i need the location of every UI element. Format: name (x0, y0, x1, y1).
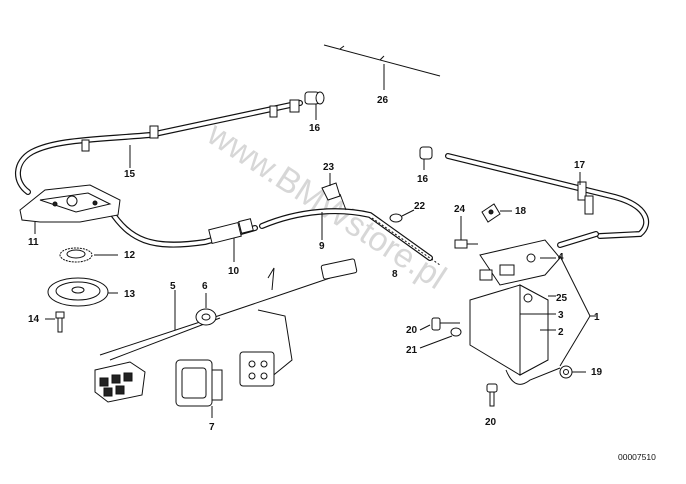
callout-3: 3 (558, 310, 564, 321)
part-16-grommet-right (419, 146, 433, 170)
part-24-switch (454, 216, 478, 249)
callout-20-upper: 20 (406, 325, 418, 336)
callout-4: 4 (558, 252, 564, 263)
callout-5: 5 (170, 281, 176, 292)
part-20-screw-upper (419, 317, 460, 331)
callout-12: 12 (124, 250, 136, 261)
callout-10: 10 (228, 266, 240, 277)
part-15-cable (15, 99, 303, 248)
callout-18: 18 (515, 206, 527, 217)
callout-20-lower: 20 (485, 417, 497, 428)
callout-13: 13 (124, 289, 136, 300)
callout-15: 15 (124, 169, 136, 180)
part-14-bolt (45, 311, 65, 333)
callout-19: 19 (591, 367, 603, 378)
callout-9: 9 (319, 241, 325, 252)
part-13-large-gear (47, 277, 118, 307)
callout-2: 2 (558, 327, 564, 338)
part-5-harness (99, 258, 358, 379)
callout-1: 1 (594, 312, 600, 323)
callout-8: 8 (392, 269, 398, 280)
callout-16-left: 16 (309, 123, 321, 134)
connector-plug-right (239, 351, 275, 387)
callout-24: 24 (454, 204, 466, 215)
part-21-washer (419, 327, 462, 349)
part-20-screw-lower (486, 383, 498, 407)
part-23-bracket (321, 173, 347, 211)
part-17-cable (445, 153, 650, 248)
callout-labels: 1 2 3 4 5 6 7 8 9 10 11 12 13 14 15 16 1… (28, 95, 603, 433)
drawing-code: 00007510 (618, 452, 656, 462)
callout-16-right: 16 (417, 174, 429, 185)
callout-26: 26 (377, 95, 389, 106)
part-26-rod (323, 44, 441, 90)
callout-25: 25 (556, 293, 568, 304)
part-2-actuator (469, 239, 561, 385)
callout-21: 21 (406, 345, 418, 356)
part-19-nut (559, 365, 586, 379)
connector-block-left (94, 361, 146, 403)
part-11-gearbox (19, 184, 121, 234)
part-7-switch (175, 359, 223, 418)
callout-11: 11 (28, 237, 39, 248)
part-12-gear (59, 247, 118, 263)
callout-22: 22 (414, 201, 426, 212)
callout-7: 7 (209, 422, 215, 433)
callout-17: 17 (574, 160, 586, 171)
part-1-leader (559, 255, 596, 367)
callout-23: 23 (323, 162, 335, 173)
part-22-screw (389, 209, 415, 223)
callout-6: 6 (202, 281, 208, 292)
part-9-cable (259, 208, 441, 266)
part-10-clip (208, 218, 254, 262)
part-16-grommet-left (304, 91, 325, 120)
part-6-grommet (195, 293, 217, 326)
callout-14: 14 (28, 314, 40, 325)
part-18-clip (481, 203, 512, 223)
